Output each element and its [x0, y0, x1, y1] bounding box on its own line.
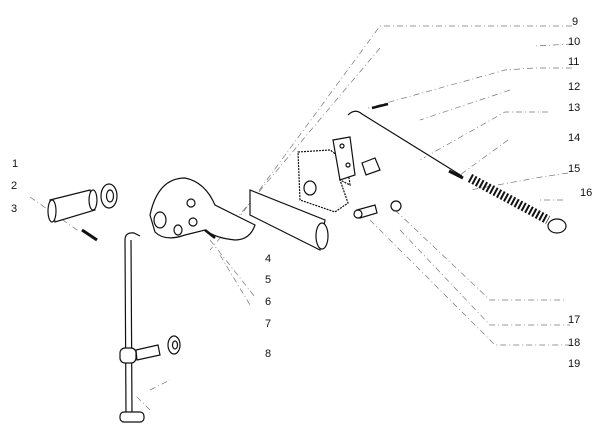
leader-lines — [29, 25, 573, 411]
part-label-10: 10 — [568, 36, 580, 48]
part-label-19: 19 — [568, 358, 580, 370]
part-label-13: 13 — [568, 102, 580, 114]
lever-arm — [149, 177, 329, 251]
toothed-quadrant — [297, 136, 402, 219]
part-label-18: 18 — [568, 337, 580, 349]
part-label-1: 1 — [12, 158, 18, 170]
split-pin — [81, 228, 98, 242]
part-label-15: 15 — [568, 163, 580, 175]
part-label-14: 14 — [568, 132, 580, 144]
cable-rod-and-spring — [347, 102, 567, 234]
part-number-labels: 1 2 3 4 5 6 7 8 9 10 11 12 13 14 15 16 1… — [11, 16, 592, 370]
pin-sleeve — [47, 189, 98, 223]
washer — [100, 183, 118, 209]
part-label-17: 17 — [568, 314, 580, 326]
part-label-5: 5 — [265, 274, 271, 286]
control-rod — [119, 232, 181, 423]
part-label-2: 2 — [11, 180, 17, 192]
part-label-6: 6 — [265, 296, 271, 308]
part-label-16: 16 — [580, 187, 592, 199]
part-label-7: 7 — [265, 318, 271, 330]
part-label-11: 11 — [568, 56, 579, 68]
part-label-12: 12 — [568, 81, 580, 93]
part-label-9: 9 — [572, 16, 578, 28]
part-label-8: 8 — [265, 348, 271, 360]
part-label-4: 4 — [265, 253, 271, 265]
part-label-3: 3 — [11, 203, 17, 215]
